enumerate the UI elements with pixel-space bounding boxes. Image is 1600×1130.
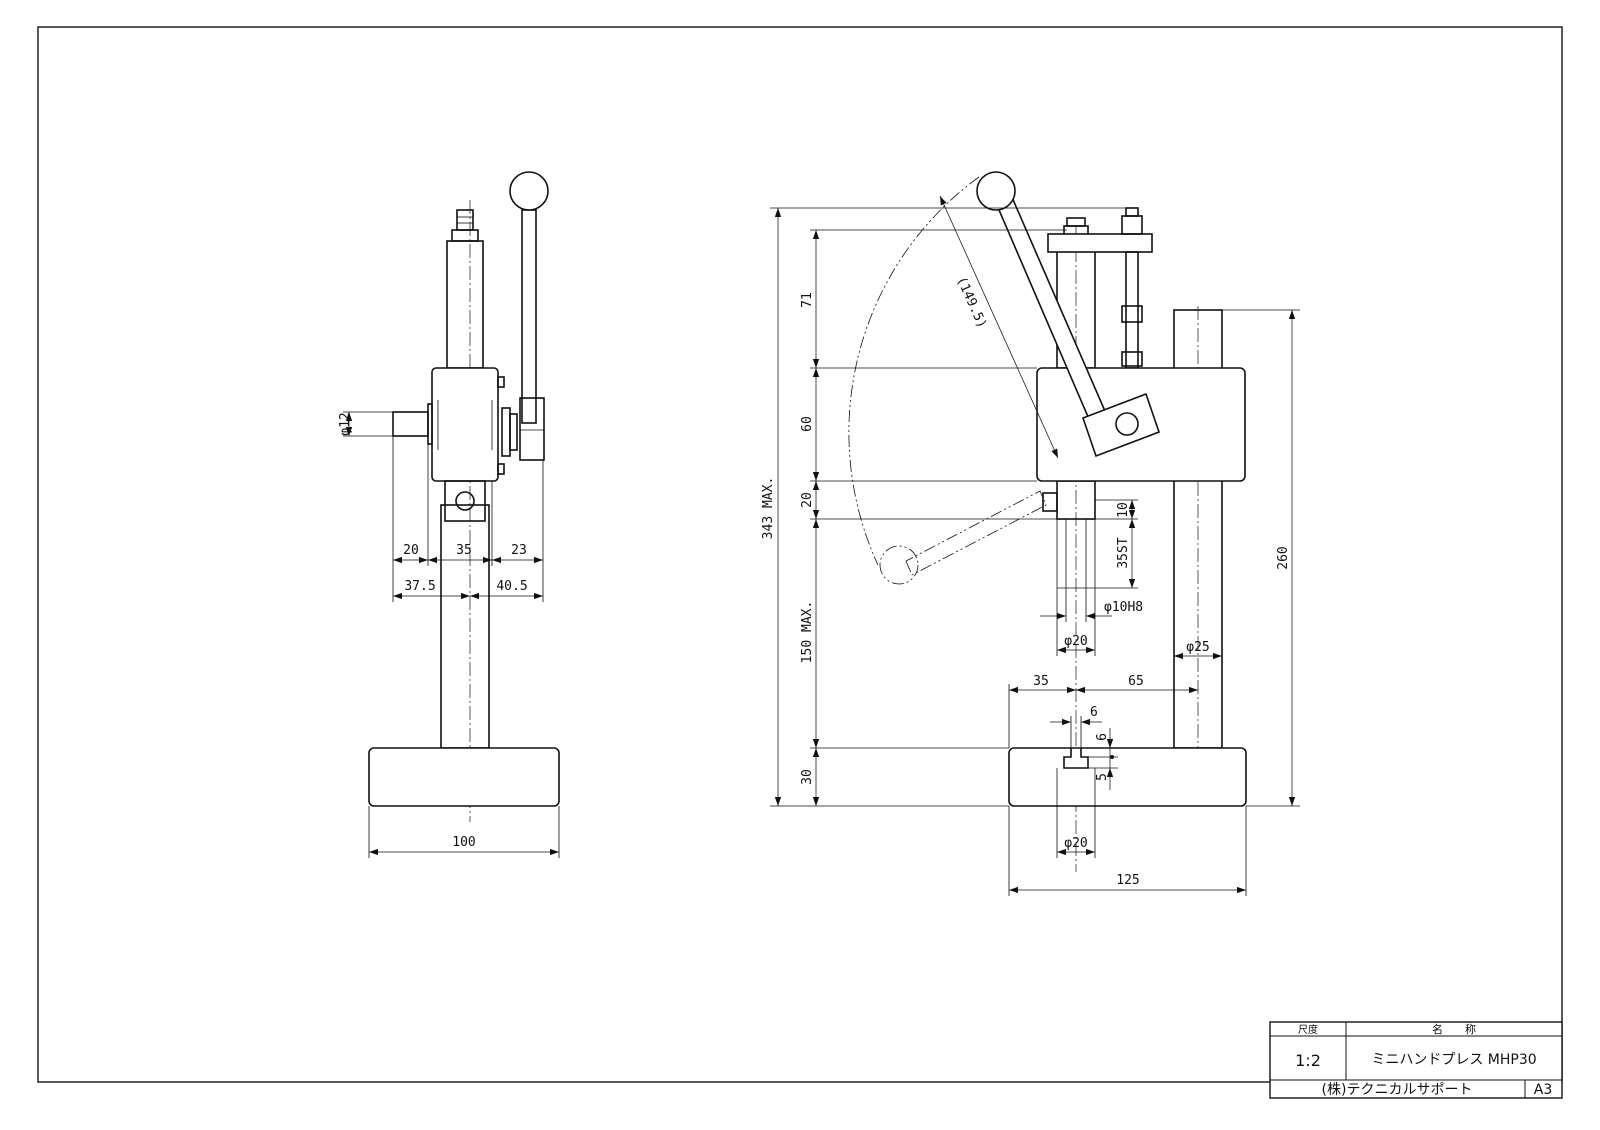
- dim-total-height: 343 MAX.: [761, 477, 776, 540]
- dim-slot-width: 6: [1090, 705, 1098, 720]
- dim-ram-diameter: φ20: [1064, 634, 1087, 649]
- dim-base-hole-diameter: φ20: [1064, 836, 1087, 851]
- dim-shaft-diameter: φ12: [338, 412, 353, 435]
- dim-stroke: 35ST: [1116, 537, 1131, 568]
- dim-ram-bore: φ10H8: [1104, 600, 1143, 615]
- sheet-border: [37, 26, 1563, 1083]
- company-name: (株)テクニカルサポート: [1322, 1082, 1473, 1098]
- dim-width-right-total: 40.5: [496, 579, 527, 594]
- name-label: 名 称: [1432, 1022, 1476, 1036]
- dim-width-right: 23: [511, 543, 527, 558]
- sheet-size: A3: [1534, 1082, 1552, 1098]
- dim-ram-offset: 10: [1116, 502, 1131, 518]
- front-view: 343 MAX. 71 60 20 150 MAX. 30 260 (149.5…: [761, 171, 1300, 896]
- title-block: 尺度 名 称 1:2 ミニハンドプレス MHP30 (株)テクニカルサポート A…: [1269, 1021, 1563, 1099]
- dim-slot-height-1: 6: [1095, 733, 1110, 741]
- dim-lever-radius: (149.5): [953, 274, 989, 330]
- dim-width-left: 20: [403, 543, 419, 558]
- dim-width-middle: 35: [456, 543, 472, 558]
- dim-base-height: 30: [800, 769, 815, 785]
- side-view: φ12 20 35 23 37.5 40.5 100: [338, 171, 560, 858]
- dim-top-height: 71: [800, 292, 815, 308]
- dim-offset-right: 65: [1128, 674, 1144, 689]
- front-view-dimensions: 343 MAX. 71 60 20 150 MAX. 30 260 (149.5…: [761, 195, 1300, 896]
- scale-label: 尺度: [1298, 1023, 1318, 1036]
- drawing-name: ミニハンドプレス MHP30: [1371, 1052, 1536, 1068]
- dim-slot-height-2: 5: [1095, 773, 1110, 781]
- scale-value: 1:2: [1295, 1051, 1321, 1070]
- dim-base-width-side: 100: [452, 835, 475, 850]
- dim-width-left-total: 37.5: [404, 579, 435, 594]
- dim-column-diameter: φ25: [1186, 640, 1209, 655]
- dim-column-height: 260: [1276, 546, 1291, 569]
- side-view-dimensions: φ12 20 35 23 37.5 40.5 100: [338, 411, 560, 858]
- dim-block-height: 60: [800, 416, 815, 432]
- dim-base-width-front: 125: [1116, 873, 1139, 888]
- dim-offset-left: 35: [1033, 674, 1049, 689]
- dim-gap-height: 20: [800, 492, 815, 508]
- dim-stroke-range: 150 MAX.: [800, 601, 815, 664]
